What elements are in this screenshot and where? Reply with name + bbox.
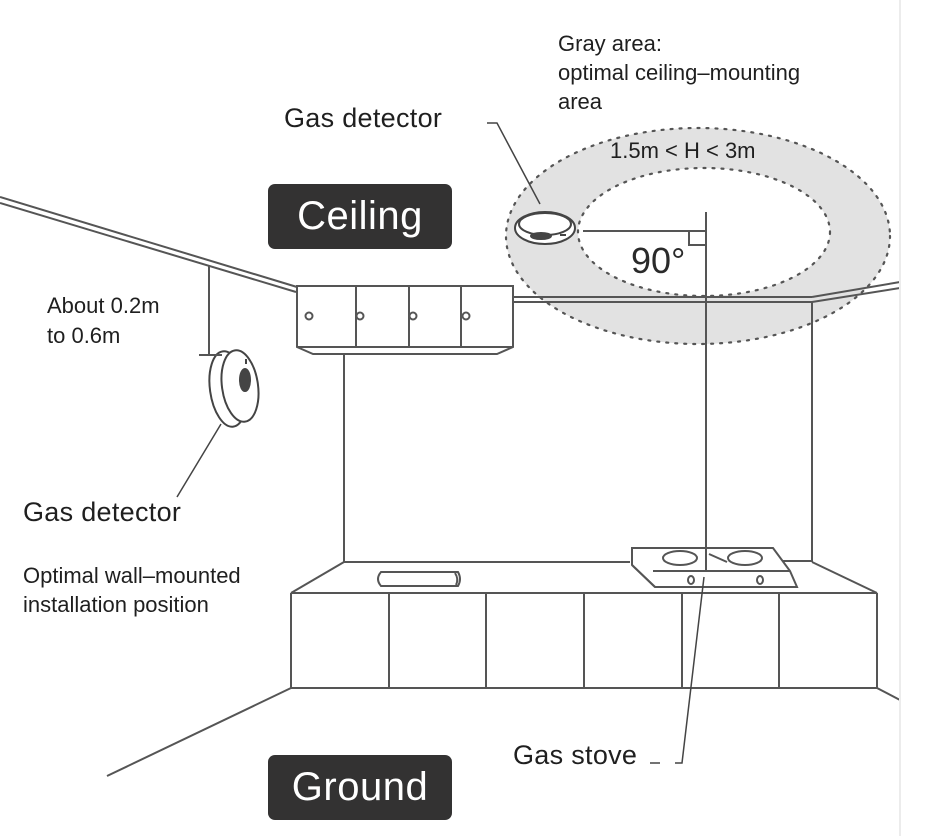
gray-area-label-line2: optimal ceiling–mounting — [558, 60, 801, 85]
wall-distance-label-line1: About 0.2m — [47, 293, 160, 318]
gray-area-ring — [506, 128, 890, 344]
image-right-border — [899, 0, 901, 836]
gray-area-label-line3: area — [558, 89, 603, 114]
wall-distance-label-line2: to 0.6m — [47, 323, 121, 348]
wall-position-label-line1: Optimal wall–mounted — [23, 563, 241, 588]
gas-stove-drawing — [631, 547, 799, 588]
angle-label: 90° — [631, 240, 686, 281]
kitchen-counter — [106, 561, 901, 777]
outer-zone-boundary — [504, 126, 892, 346]
wall-position-label-line2: installation position — [23, 592, 209, 617]
gas-stove-label: Gas stove — [513, 740, 638, 770]
ceiling-tag: Ceiling — [268, 184, 452, 249]
ceiling-edges — [0, 196, 901, 303]
wall-cabinets — [296, 285, 514, 355]
leader-lines — [176, 122, 705, 764]
ground-tag: Ground — [268, 755, 452, 820]
perpendicular-guide — [583, 212, 707, 570]
ceiling-gas-detector-icon — [514, 211, 576, 245]
back-wall — [343, 302, 813, 563]
ceiling-gas-detector-label: Gas detector — [284, 103, 443, 133]
wall-gas-detector-label: Gas detector — [23, 497, 182, 527]
wall-distance-bracket — [199, 265, 222, 356]
sink — [377, 571, 461, 587]
height-range-label: 1.5m < H < 3m — [610, 138, 756, 163]
wall-gas-detector-icon — [208, 349, 260, 428]
gray-area-label-line1: Gray area: — [558, 31, 662, 56]
